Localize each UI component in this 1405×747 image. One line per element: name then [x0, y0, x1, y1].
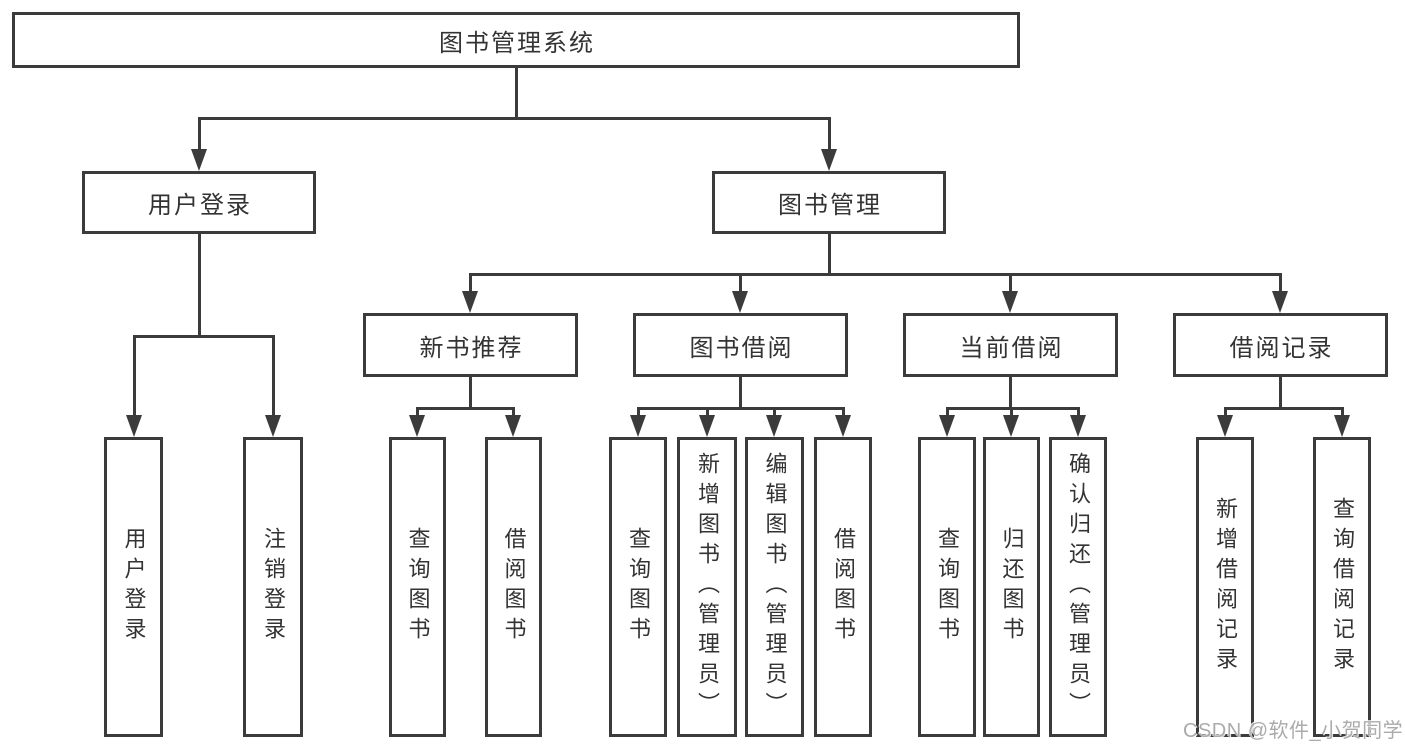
connector-line	[705, 407, 709, 419]
connector-line	[132, 335, 136, 419]
csdn-watermark: CSDN @软件_小贺同学	[1183, 720, 1404, 742]
arrowhead	[1002, 291, 1018, 313]
arrowhead	[191, 149, 207, 171]
arrowhead	[821, 149, 837, 171]
node-current-borrowing: 当前借阅	[903, 313, 1118, 377]
connector-line	[197, 117, 201, 152]
leaf-bb-edit-book-admin: 编辑图书（管理员）	[745, 437, 804, 737]
leaf-bb-edit-book-admin-label: 编辑图书（管理员）	[762, 452, 788, 722]
leaf-nb-query-books-label: 查询图书	[405, 527, 431, 647]
arrowhead	[766, 415, 782, 437]
node-borrowing-records: 借阅记录	[1173, 313, 1388, 377]
arrowhead	[1070, 415, 1086, 437]
leaf-cb-confirm-return-admin: 确认归还（管理员）	[1049, 437, 1107, 737]
node-book-borrowing-label: 图书借阅	[689, 334, 794, 362]
connector-line	[514, 68, 518, 120]
connector-line	[738, 377, 742, 410]
leaf-bb-borrow-books: 借阅图书	[814, 437, 872, 737]
arrowhead	[505, 415, 521, 437]
leaf-cb-query-books: 查询图书	[918, 437, 976, 737]
connector-line	[468, 273, 472, 293]
node-new-book-recommend: 新书推荐	[363, 313, 578, 377]
node-root: 图书管理系统	[12, 12, 1020, 68]
node-book-management: 图书管理	[712, 171, 946, 234]
leaf-nb-borrow-books-label: 借阅图书	[501, 527, 527, 647]
node-borrowing-records-label: 借阅记录	[1229, 334, 1334, 362]
connector-line	[636, 407, 845, 410]
node-root-label: 图书管理系统	[439, 29, 595, 57]
arrowhead	[699, 415, 715, 437]
leaf-logout-label: 注销登录	[261, 527, 286, 647]
leaf-rec-query-record-label: 查询借阅记录	[1330, 497, 1355, 677]
leaf-rec-add-record-label: 新增借阅记录	[1213, 497, 1238, 677]
connector-line	[1223, 407, 1344, 410]
connector-line	[1008, 377, 1012, 410]
connector-line	[1223, 407, 1227, 419]
node-current-borrowing-label: 当前借阅	[959, 334, 1064, 362]
leaf-logout: 注销登录	[243, 437, 303, 737]
arrowhead	[939, 415, 955, 437]
leaf-nb-query-books: 查询图书	[389, 437, 446, 737]
connector-line	[827, 234, 831, 276]
node-new-book-recommend-label: 新书推荐	[419, 334, 524, 362]
leaf-bb-query-books: 查询图书	[609, 437, 667, 737]
arrowhead	[1217, 415, 1233, 437]
leaf-bb-add-book-admin-label: 新增图书（管理员）	[695, 452, 720, 722]
connector-line	[416, 407, 515, 410]
arrowhead	[732, 291, 748, 313]
leaf-bb-add-book-admin: 新增图书（管理员）	[677, 437, 737, 737]
connector-line	[1076, 407, 1080, 419]
arrowhead	[126, 415, 142, 437]
node-user-login: 用户登录	[82, 171, 316, 234]
arrowhead	[1334, 415, 1350, 437]
leaf-bb-query-books-label: 查询图书	[626, 527, 651, 647]
connector-line	[1340, 407, 1344, 419]
connector-line	[512, 407, 515, 419]
connector-line	[468, 377, 472, 410]
arrowhead	[265, 415, 281, 437]
leaf-bb-borrow-books-label: 借阅图书	[831, 527, 856, 647]
connector-line	[945, 407, 949, 419]
arrowhead	[1272, 291, 1288, 313]
connector-line	[1278, 377, 1282, 410]
arrowhead	[1003, 415, 1019, 437]
connector-line	[827, 117, 831, 152]
arrowhead	[409, 415, 425, 437]
leaf-user-login: 用户登录	[104, 437, 163, 737]
node-book-management-label: 图书管理	[778, 192, 882, 219]
connector-line	[1278, 273, 1282, 293]
connector-line	[1008, 273, 1012, 293]
connector-line	[636, 407, 640, 419]
connector-line	[841, 407, 845, 419]
leaf-cb-query-books-label: 查询图书	[935, 527, 960, 647]
node-user-login-label: 用户登录	[148, 192, 252, 219]
arrowhead	[835, 415, 851, 437]
leaf-user-login-label: 用户登录	[121, 527, 147, 647]
connector-line	[132, 335, 275, 338]
connector-line	[271, 335, 275, 419]
node-book-borrowing: 图书借阅	[633, 313, 848, 377]
leaf-cb-return-books: 归还图书	[983, 437, 1040, 737]
leaf-cb-confirm-return-admin-label: 确认归还（管理员）	[1066, 452, 1091, 722]
arrowhead	[462, 291, 478, 313]
leaf-nb-borrow-books: 借阅图书	[485, 437, 542, 737]
connector-line	[197, 234, 201, 338]
connector-line	[1009, 407, 1013, 419]
leaf-cb-return-books-label: 归还图书	[999, 527, 1025, 647]
leaf-rec-query-record: 查询借阅记录	[1313, 437, 1371, 737]
leaf-rec-add-record: 新增借阅记录	[1196, 437, 1254, 737]
connector-line	[468, 273, 1282, 276]
connector-line	[773, 407, 776, 419]
connector-line	[738, 273, 742, 293]
arrowhead	[630, 415, 646, 437]
connector-line	[416, 407, 419, 419]
connector-line	[197, 117, 831, 120]
